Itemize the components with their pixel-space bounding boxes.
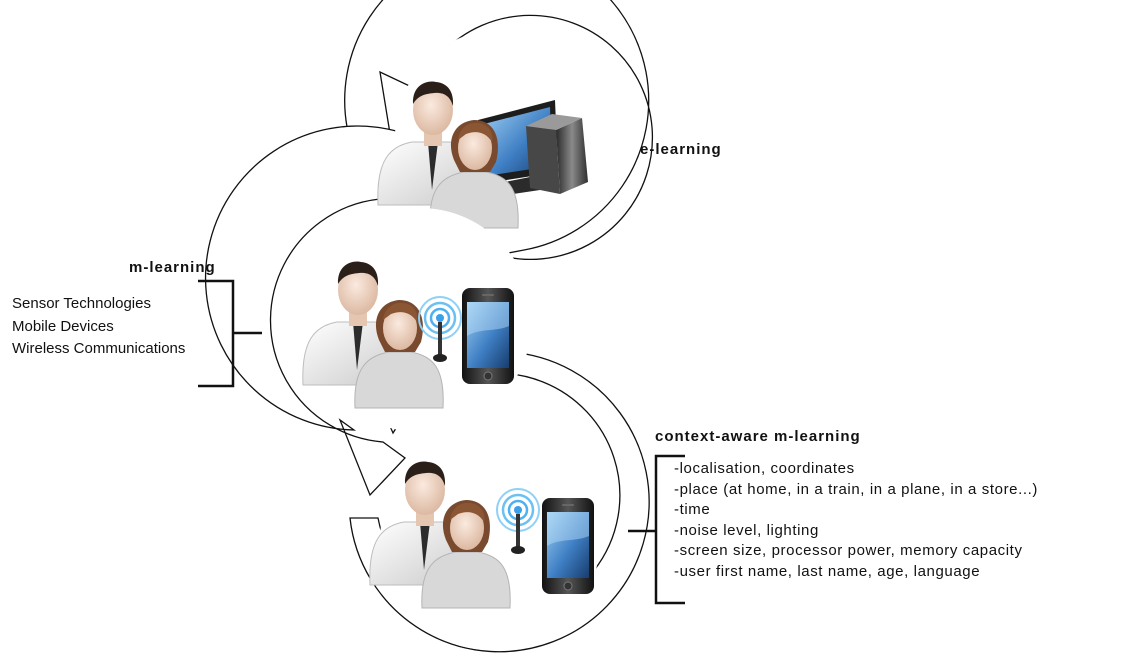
list-item: -localisation, coordinates [674,460,855,477]
context-list: -localisation, coordinates -place (at ho… [674,459,1038,582]
mlearning-cycle-arrow [204,125,501,497]
mlearning-list: Sensor Technologies Mobile Devices Wirel… [12,293,185,361]
context-aware-illustration [369,430,600,650]
elearning-illustration [377,29,611,245]
context-title: context-aware m-learning [655,428,861,445]
mlearning-title: m-learning [129,259,216,276]
elearning-cycle-arrow [344,0,653,260]
mlearning-illustration [302,208,532,432]
list-item: Wireless Communications [12,340,186,357]
list-item: Mobile Devices [12,317,114,335]
list-item: -time [674,501,711,518]
mlearning-bracket [198,279,262,388]
context-bracket [628,454,685,605]
elearning-title: e-learning [640,141,722,158]
list-item: -place (at home, in a train, in a plane,… [674,480,1039,498]
list-item: -user first name, last name, age, langua… [674,562,981,580]
list-item: -screen size, processor power, memory ca… [674,542,1023,559]
list-item: Sensor Technologies [12,295,151,312]
list-item: -noise level, lighting [674,521,819,539]
